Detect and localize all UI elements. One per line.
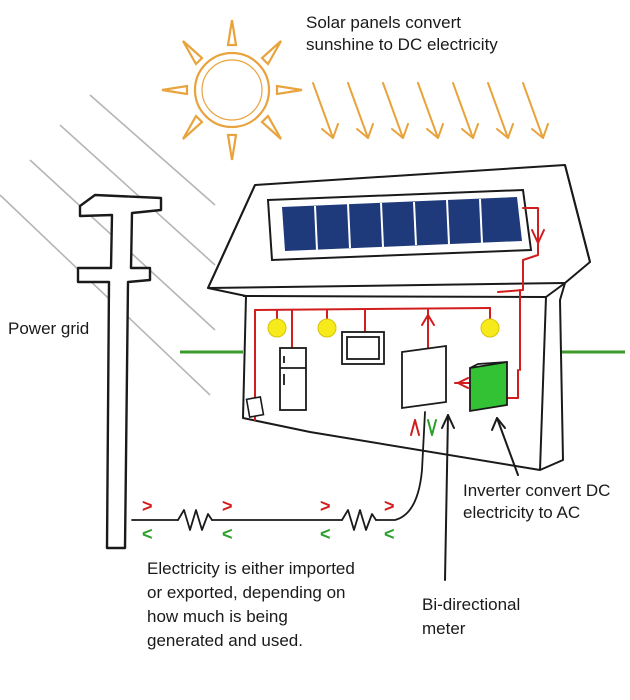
sunbeam-arrows: [312, 82, 549, 139]
resistor-icon: [177, 509, 213, 531]
import-arrow: <: [222, 524, 233, 544]
meter-direction-arrows: [410, 419, 437, 436]
import-arrow: <: [384, 524, 395, 544]
tv-icon: [341, 331, 385, 365]
fridge-icon: [279, 347, 307, 411]
export-arrow: >: [142, 496, 153, 516]
inverter-caption-line: electricity to AC: [463, 503, 581, 522]
electricity-caption-line: Electricity is either imported: [147, 559, 355, 578]
export-arrow: >: [222, 496, 233, 516]
power-pole-icon: [76, 193, 163, 550]
export-arrow: >: [320, 496, 331, 516]
meter-pointer: [441, 414, 455, 581]
inverter-icon: [469, 360, 508, 413]
export-arrow: >: [384, 496, 395, 516]
import-arrow: <: [320, 524, 331, 544]
import-arrow: <: [142, 524, 153, 544]
meter-caption-line: Bi-directional: [422, 595, 521, 614]
solar-caption-line: sunshine to DC electricity: [306, 35, 498, 54]
solar-caption-line: Solar panels convert: [306, 13, 461, 32]
dc-wiring: [254, 207, 545, 421]
sun-icon: [161, 19, 303, 161]
electricity-caption-line: or exported, depending on: [147, 583, 346, 602]
inverter-pointer: [491, 417, 519, 476]
grid-wire: [131, 411, 426, 531]
flow-arrows: > > > > < < < <: [142, 496, 395, 544]
solar-panel-icon: [266, 188, 533, 262]
electricity-caption-line: generated and used.: [147, 631, 303, 650]
electricity-caption-line: how much is being: [147, 607, 288, 626]
solar-caption: Solar panels convert sunshine to DC elec…: [306, 12, 498, 56]
resistor-icon: [341, 509, 377, 531]
power-grid-label: Power grid: [8, 318, 89, 340]
inverter-caption: Inverter convert DC electricity to AC: [463, 480, 610, 524]
light-bulb-icon: [267, 318, 500, 338]
meter-caption: Bi-directional meter: [422, 593, 520, 641]
power-grid-text: Power grid: [8, 319, 90, 338]
meter-icon: [401, 344, 447, 410]
meter-caption-line: meter: [422, 619, 466, 638]
wall-socket-icon: [245, 395, 265, 419]
electricity-caption: Electricity is either imported or export…: [147, 557, 355, 653]
inverter-caption-line: Inverter convert DC: [463, 481, 611, 500]
